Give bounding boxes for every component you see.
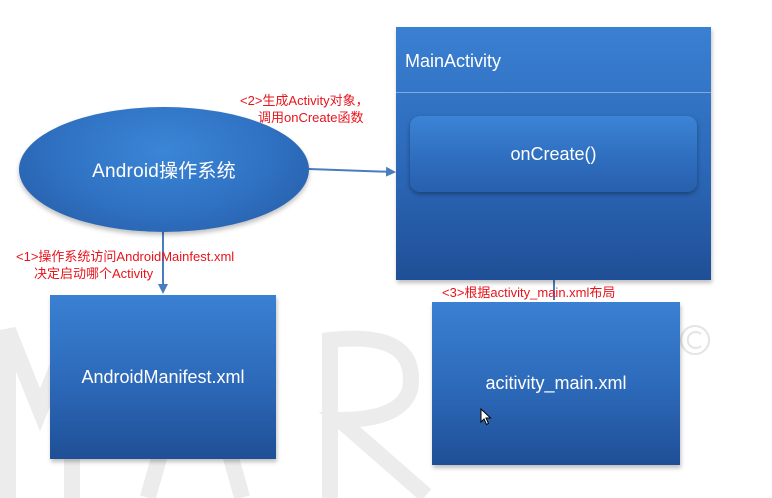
step-2-line-1: <2>生成Activity对象， (240, 93, 369, 108)
mouse-pointer-icon (480, 408, 492, 426)
android-os-ellipse: Android操作系统 (19, 107, 309, 232)
step-3-annotation: <3>根据activity_main.xml布局 (442, 284, 615, 301)
android-manifest-box: AndroidManifest.xml (50, 295, 276, 459)
step-1-annotation: <1>操作系统访问AndroidMainfest.xml 决定启动哪个Activ… (16, 248, 234, 282)
oncreate-label: onCreate() (510, 143, 597, 164)
android-manifest-label: AndroidManifest.xml (81, 366, 245, 387)
copyright-icon (680, 325, 710, 355)
step-1-line-1: <1>操作系统访问AndroidMainfest.xml (16, 249, 235, 264)
arrow-os-to-mainactivity (308, 166, 396, 177)
step-1-line-2: 决定启动哪个Activity (34, 266, 154, 281)
android-os-label: Android操作系统 (92, 161, 236, 182)
step-2-annotation: <2>生成Activity对象， 调用onCreate函数 (240, 92, 369, 126)
activity-main-xml-box: acitivity_main.xml (432, 302, 680, 465)
main-activity-title-bar: MainActivity (396, 27, 711, 93)
step-3-line-1: <3>根据activity_main.xml布局 (442, 285, 616, 300)
step-2-line-2: 调用onCreate函数 (258, 110, 364, 125)
oncreate-box: onCreate() (410, 116, 697, 192)
activity-main-xml-label: acitivity_main.xml (485, 373, 627, 393)
main-activity-title: MainActivity (405, 51, 502, 71)
